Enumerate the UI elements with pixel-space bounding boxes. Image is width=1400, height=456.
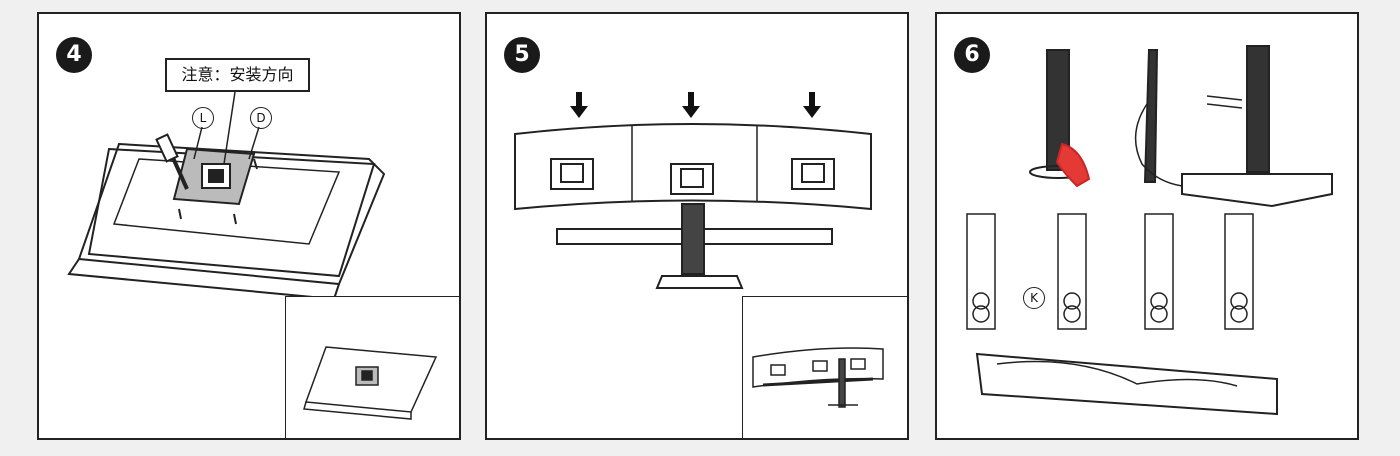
triple-monitor-illustration bbox=[514, 92, 872, 289]
step-4-badge: 4 bbox=[56, 37, 92, 73]
arrow-down-icon bbox=[682, 92, 700, 118]
arrow-down-icon bbox=[803, 92, 821, 118]
step-5-panel: 5 bbox=[485, 12, 909, 440]
step-4-inset bbox=[285, 296, 459, 438]
installation-direction-note: 注意：安装方向 bbox=[165, 58, 310, 92]
cable-management-illustration bbox=[966, 45, 1333, 416]
label-L: L bbox=[192, 107, 214, 129]
label-K: K bbox=[1023, 287, 1045, 309]
label-D: D bbox=[250, 107, 272, 129]
step-6-badge: 6 bbox=[954, 37, 990, 73]
step-5-inset bbox=[742, 296, 907, 438]
step-5-badge: 5 bbox=[504, 37, 540, 73]
step-4-panel: 4 注意：安装方向 L D bbox=[37, 12, 461, 440]
monitor-back-illustration bbox=[67, 91, 386, 301]
step-6-panel: 6 K bbox=[935, 12, 1359, 440]
arrow-down-icon bbox=[570, 92, 588, 118]
